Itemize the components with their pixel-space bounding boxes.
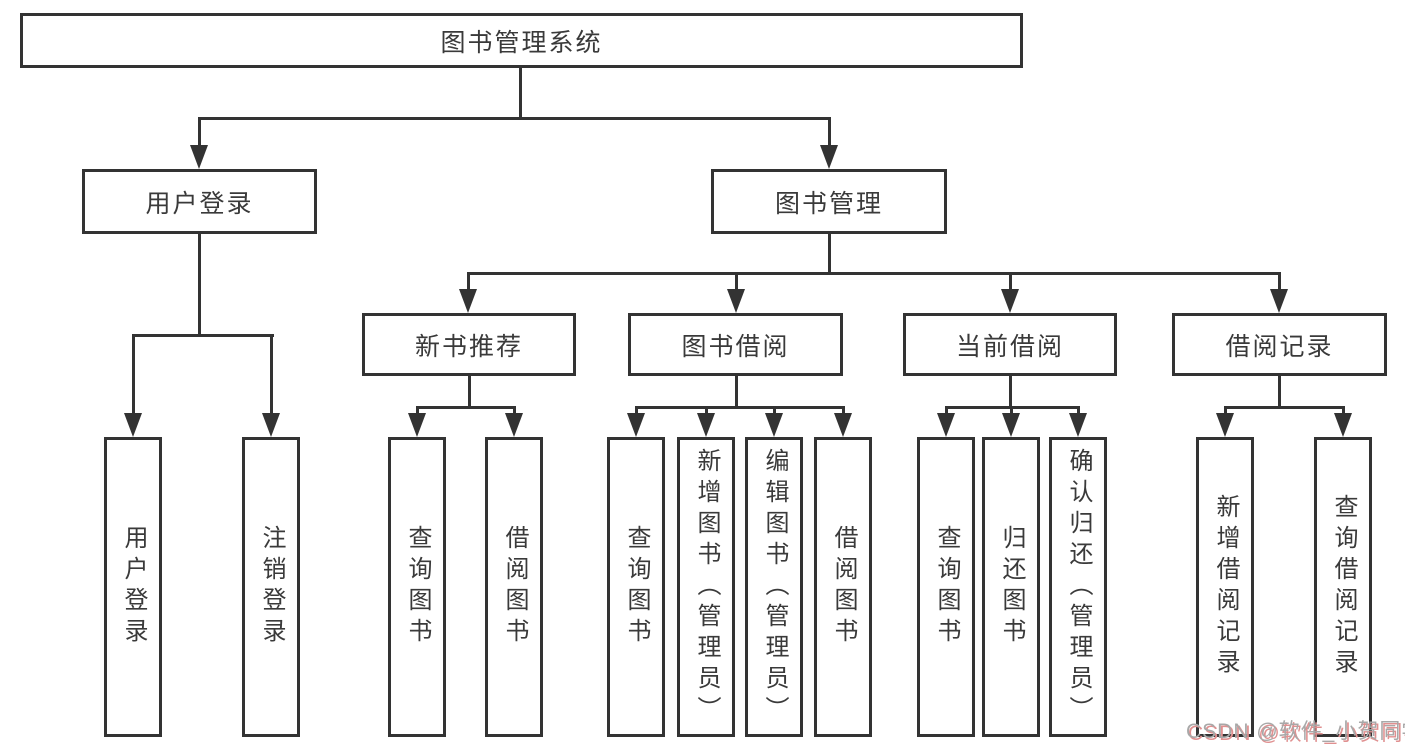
node-root-label: 图书管理系统 xyxy=(440,28,603,57)
connector-drop-g4-c1 xyxy=(1224,406,1227,416)
arrowhead-current-borrow xyxy=(1001,289,1019,313)
arrowhead-g2-c3 xyxy=(765,413,783,437)
arrowhead-g2-c1 xyxy=(627,413,645,437)
connector-drop-user-login xyxy=(198,117,201,147)
node-leaf-user-login: 用户登录 xyxy=(104,437,162,737)
arrowhead-g2-c2 xyxy=(697,413,715,437)
node-leaf-return-books-label: 归还图书 xyxy=(998,525,1025,649)
node-leaf-query-books-borrow-label: 查询图书 xyxy=(623,525,650,649)
connector-drop-g3-c3 xyxy=(1077,406,1080,416)
node-user-login-label: 用户登录 xyxy=(145,189,254,218)
node-leaf-query-borrow-record-label: 查询借阅记录 xyxy=(1330,494,1357,680)
connector-drop-book-borrow xyxy=(735,272,738,292)
node-leaf-add-borrow-record-label: 新增借阅记录 xyxy=(1212,494,1239,680)
connector-drop-borrow-record xyxy=(1278,272,1281,292)
node-leaf-borrow-books-recommend-label: 借阅图书 xyxy=(501,525,528,649)
connector-drop-g2-c3 xyxy=(773,406,776,416)
node-leaf-confirm-return-admin-label: 确认归还（管理员） xyxy=(1065,447,1092,727)
connector-drop-leaf-user-login xyxy=(132,334,135,416)
connector-drop-g2-c2 xyxy=(705,406,708,416)
node-book-borrow-label: 图书借阅 xyxy=(681,332,790,361)
arrowhead-g3-c3 xyxy=(1069,413,1087,437)
arrowhead-g3-c1 xyxy=(937,413,955,437)
node-leaf-return-books: 归还图书 xyxy=(982,437,1040,737)
connector-user-login-bar xyxy=(132,334,274,337)
connector-drop-g1-c2 xyxy=(513,406,516,416)
connector-drop-g3-c1 xyxy=(945,406,948,416)
connector-drop-book-management xyxy=(828,117,831,147)
node-leaf-query-borrow-record: 查询借阅记录 xyxy=(1314,437,1372,737)
node-leaf-confirm-return-admin: 确认归还（管理员） xyxy=(1049,437,1107,737)
connector-new-book-stem xyxy=(468,376,471,409)
connector-borrow-record-bar xyxy=(1224,406,1345,409)
connector-drop-current-borrow xyxy=(1009,272,1012,292)
connector-drop-g4-c2 xyxy=(1342,406,1345,416)
csdn-watermark: CSDN @软件_小贺同学 xyxy=(1186,720,1405,743)
node-leaf-query-books-current: 查询图书 xyxy=(917,437,975,737)
node-leaf-add-books-admin: 新增图书（管理员） xyxy=(677,437,735,737)
arrowhead-user-login xyxy=(190,145,208,169)
connector-book-management-stem xyxy=(828,234,831,275)
connector-borrow-record-stem xyxy=(1278,376,1281,409)
connector-drop-new-book xyxy=(467,272,470,292)
arrowhead-book-borrow xyxy=(727,289,745,313)
connector-level3-bar xyxy=(467,272,1281,275)
connector-drop-g2-c4 xyxy=(842,406,845,416)
node-leaf-user-login-label: 用户登录 xyxy=(120,525,147,649)
node-borrow-record-label: 借阅记录 xyxy=(1225,332,1334,361)
node-leaf-borrow-books-label: 借阅图书 xyxy=(830,525,857,649)
node-root-library-system: 图书管理系统 xyxy=(20,13,1023,68)
node-leaf-edit-books-admin: 编辑图书（管理员） xyxy=(745,437,803,737)
connector-level2-bar xyxy=(198,117,831,120)
connector-drop-leaf-logout xyxy=(270,334,273,416)
node-leaf-logout-login: 注销登录 xyxy=(242,437,300,737)
node-leaf-borrow-books-recommend: 借阅图书 xyxy=(485,437,543,737)
arrowhead-g4-c2 xyxy=(1334,413,1352,437)
connector-new-book-bar xyxy=(416,406,516,409)
connector-drop-g2-c1 xyxy=(635,406,638,416)
node-leaf-edit-books-admin-label: 编辑图书（管理员） xyxy=(761,447,788,727)
arrowhead-g1-c1 xyxy=(408,413,426,437)
node-leaf-query-books-recommend-label: 查询图书 xyxy=(404,525,431,649)
arrowhead-g2-c4 xyxy=(834,413,852,437)
arrowhead-g4-c1 xyxy=(1216,413,1234,437)
node-leaf-query-books-current-label: 查询图书 xyxy=(933,525,960,649)
node-book-management-label: 图书管理 xyxy=(774,189,883,218)
arrowhead-borrow-record xyxy=(1270,289,1288,313)
node-leaf-query-books-recommend: 查询图书 xyxy=(388,437,446,737)
node-leaf-logout-login-label: 注销登录 xyxy=(258,525,285,649)
node-book-borrow: 图书借阅 xyxy=(628,313,843,376)
node-leaf-query-books-borrow: 查询图书 xyxy=(607,437,665,737)
node-leaf-borrow-books: 借阅图书 xyxy=(814,437,872,737)
arrowhead-book-management xyxy=(820,145,838,169)
node-current-borrow-label: 当前借阅 xyxy=(955,332,1064,361)
arrowhead-new-book xyxy=(459,289,477,313)
connector-book-borrow-bar xyxy=(635,406,845,409)
connector-current-borrow-stem xyxy=(1009,376,1012,409)
arrowhead-leaf-user-login xyxy=(124,413,142,437)
node-new-book-recommend: 新书推荐 xyxy=(362,313,576,376)
connector-drop-g1-c1 xyxy=(416,406,419,416)
node-leaf-add-books-admin-label: 新增图书（管理员） xyxy=(693,447,720,727)
connector-root-stem xyxy=(519,68,522,118)
node-leaf-add-borrow-record: 新增借阅记录 xyxy=(1196,437,1254,737)
connector-drop-g3-c2 xyxy=(1010,406,1013,416)
connector-user-login-stem xyxy=(198,233,201,337)
arrowhead-g1-c2 xyxy=(505,413,523,437)
node-book-management: 图书管理 xyxy=(711,169,947,234)
arrowhead-g3-c2 xyxy=(1002,413,1020,437)
node-current-borrow: 当前借阅 xyxy=(903,313,1117,376)
arrowhead-leaf-logout xyxy=(262,413,280,437)
node-new-book-recommend-label: 新书推荐 xyxy=(414,332,523,361)
node-user-login: 用户登录 xyxy=(82,169,317,234)
connector-book-borrow-stem xyxy=(735,376,738,409)
node-borrow-record: 借阅记录 xyxy=(1172,313,1387,376)
